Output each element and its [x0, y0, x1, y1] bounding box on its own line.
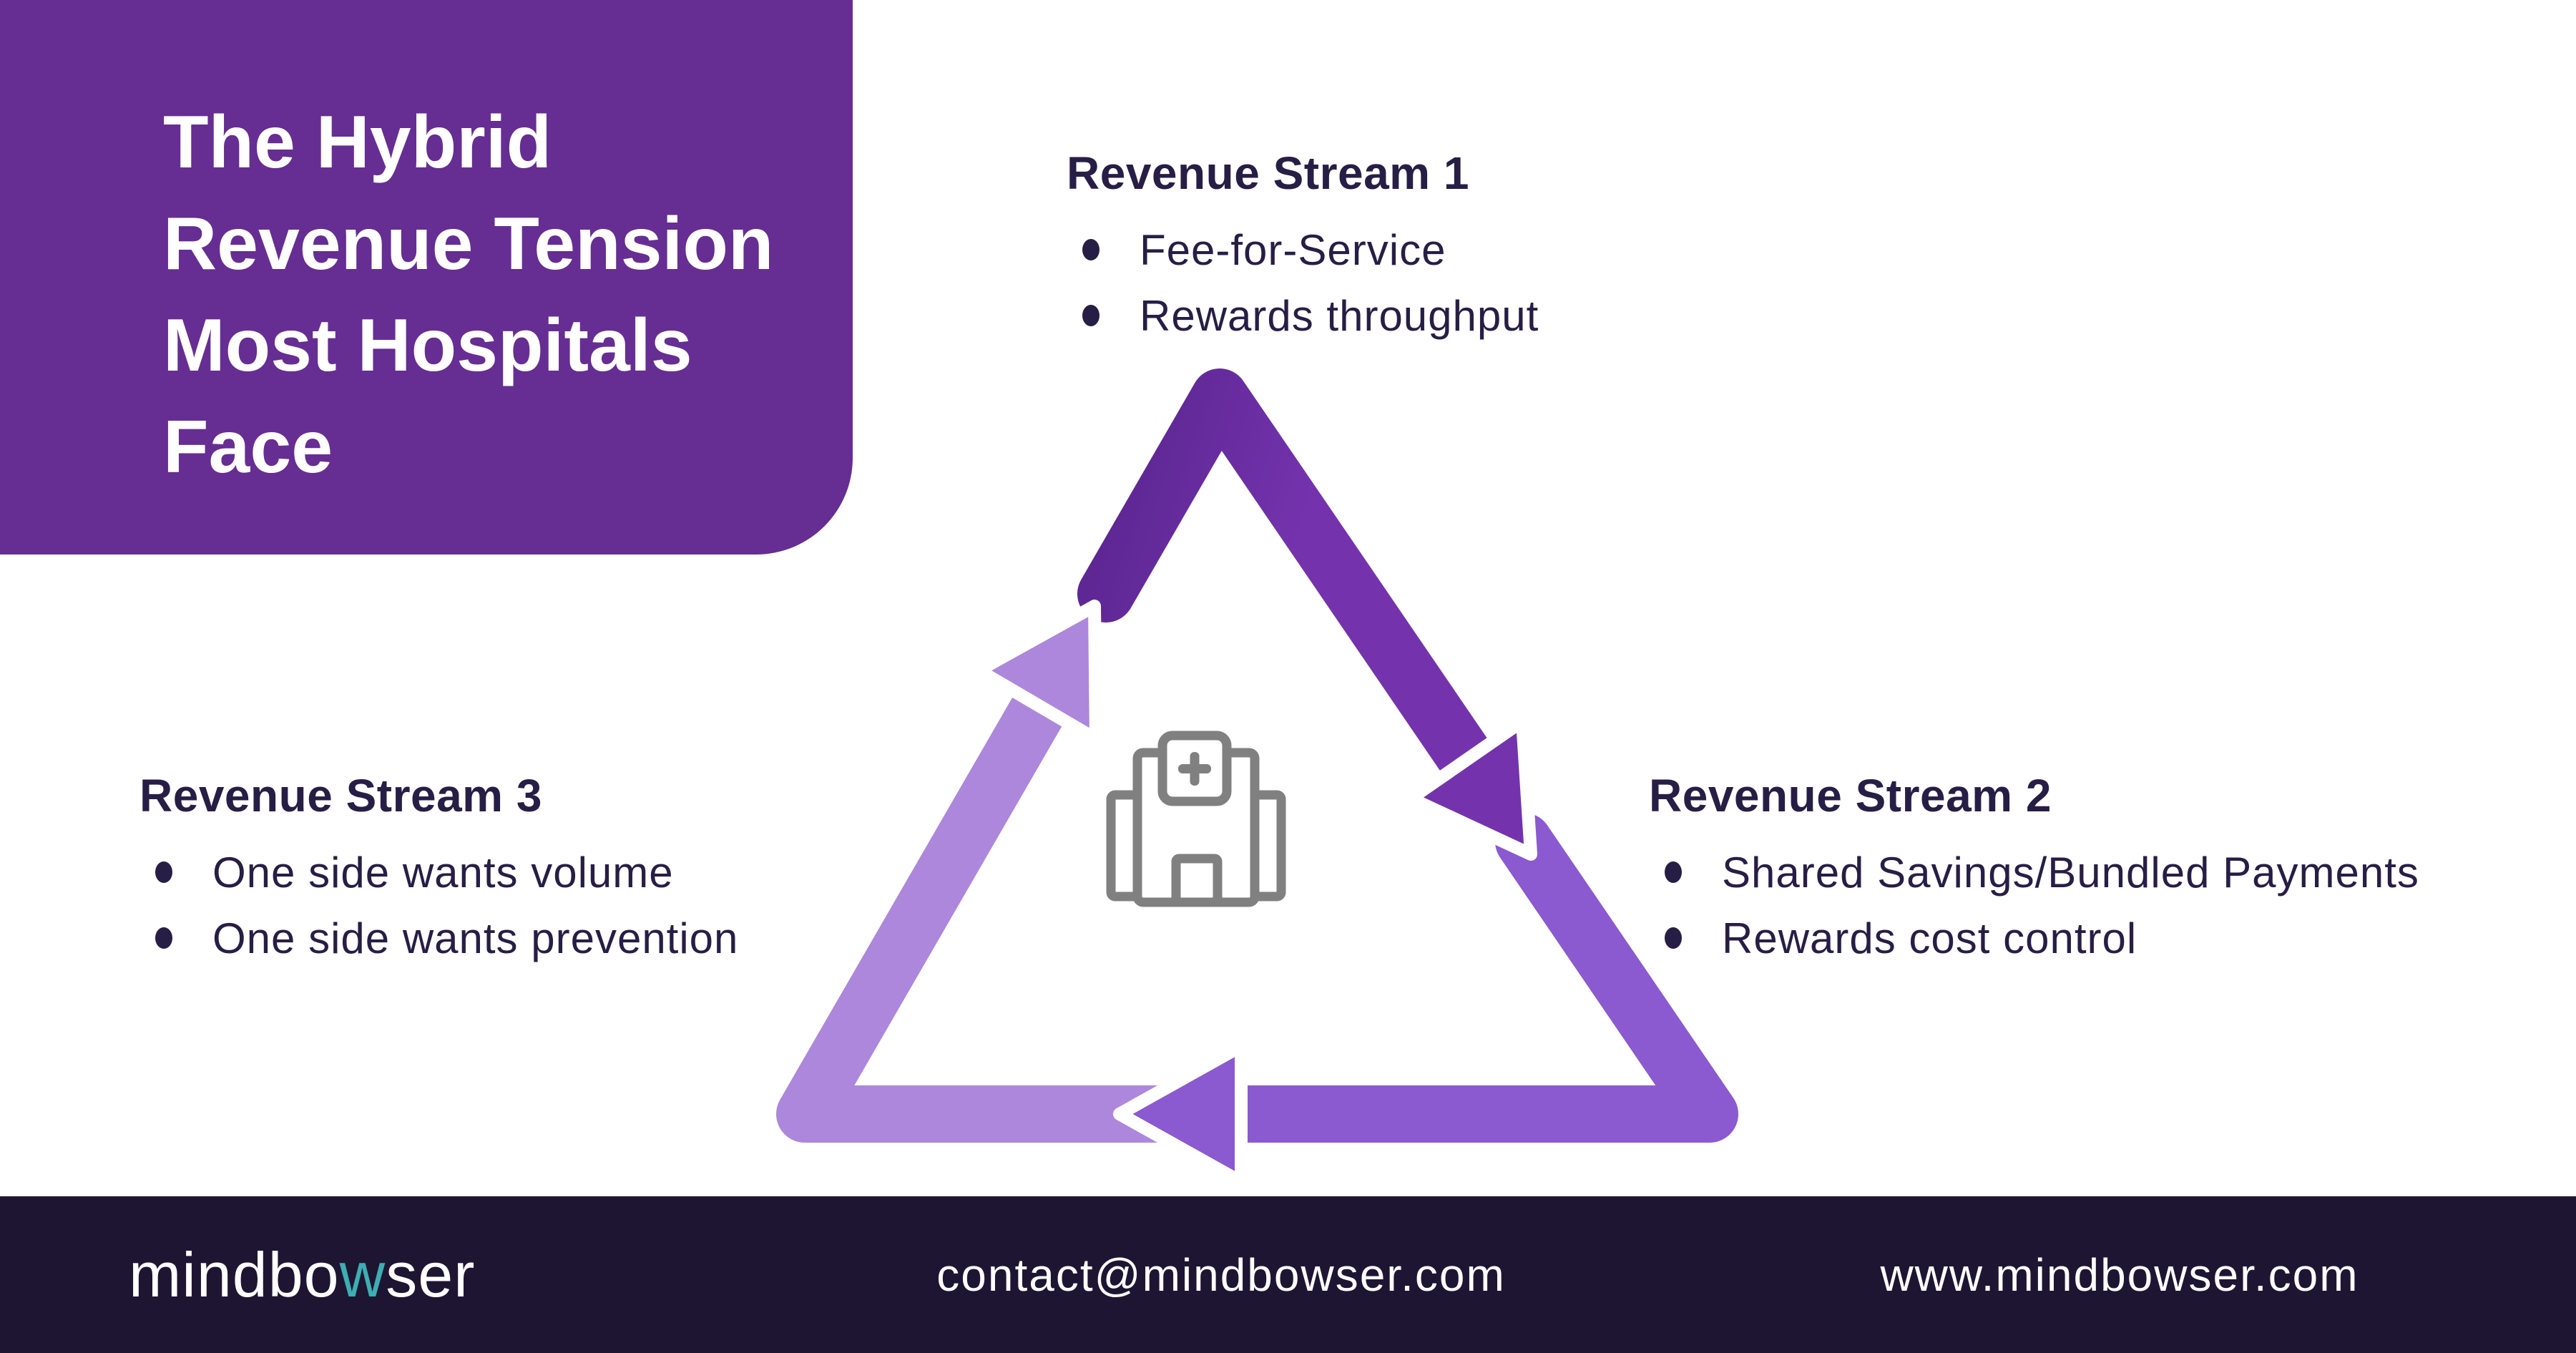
page-title-line: Most Hospitals — [163, 304, 692, 387]
bullet-dot-icon — [1082, 239, 1100, 260]
page-title-line: Revenue Tension — [163, 202, 774, 285]
title-card: The Hybrid Revenue Tension Most Hospital… — [0, 0, 853, 555]
stream3-arrow-segment — [776, 658, 1230, 1143]
mindbowser-logo: mindbowser — [129, 1239, 475, 1312]
stream-bullet-list: Fee-for-Service Rewards throughput — [1067, 217, 1539, 348]
bullet-text: Rewards throughput — [1140, 291, 1539, 340]
logo-accent-letter: w — [339, 1239, 386, 1310]
page-title-line: The Hybrid — [163, 101, 552, 184]
website-url: www.mindbowser.com — [1880, 1249, 2359, 1301]
bullet-item: Rewards throughput — [1067, 283, 1539, 348]
stream2-arrowhead — [1113, 1040, 1248, 1188]
page-title-line: Face — [163, 406, 333, 489]
bullet-item: Fee-for-Service — [1067, 217, 1539, 283]
medical-cross-icon — [1178, 752, 1211, 786]
bullet-text: Rewards cost control — [1722, 914, 2137, 962]
bullet-item: One side wants prevention — [139, 905, 738, 971]
bullet-text: Fee-for-Service — [1140, 225, 1446, 274]
stream-heading: Revenue Stream 2 — [1649, 770, 2052, 821]
bullet-dot-icon — [1665, 861, 1682, 883]
footer: mindbowser contact@mindbowser.com www.mi… — [0, 1196, 2576, 1353]
bullet-dot-icon — [1082, 305, 1100, 326]
bullet-dot-icon — [155, 927, 172, 949]
hospital-building-icon — [1106, 731, 1286, 907]
contact-email: contact@mindbowser.com — [936, 1249, 1506, 1301]
bullet-text: One side wants volume — [212, 848, 674, 897]
stream-1-section: Revenue Stream 1 Fee-for-Service Rewards… — [1067, 147, 1539, 348]
stream3-arrowhead — [972, 600, 1102, 746]
stream1-arrowhead — [1404, 715, 1537, 861]
bullet-item: Rewards cost control — [1649, 905, 2419, 971]
bullet-text: Shared Savings/Bundled Payments — [1722, 848, 2419, 897]
bullet-dot-icon — [1665, 927, 1682, 949]
stream1-arrow-segment — [1077, 368, 1493, 784]
logo-suffix: ser — [386, 1239, 476, 1310]
bullet-text: One side wants prevention — [212, 914, 739, 962]
stream-heading: Revenue Stream 1 — [1067, 147, 1469, 199]
stream-bullet-list: One side wants volume One side wants pre… — [139, 839, 738, 971]
stream2-arrow-segment — [1205, 813, 1738, 1143]
bullet-item: Shared Savings/Bundled Payments — [1649, 839, 2419, 905]
bullet-item: One side wants volume — [139, 839, 738, 905]
logo-prefix: mindbo — [129, 1239, 340, 1310]
stream-bullet-list: Shared Savings/Bundled Payments Rewards … — [1649, 839, 2419, 971]
stream-heading: Revenue Stream 3 — [139, 770, 542, 821]
stream-2-section: Revenue Stream 2 Shared Savings/Bundled … — [1649, 769, 2419, 971]
bullet-dot-icon — [155, 861, 172, 883]
stream-3-section: Revenue Stream 3 One side wants volume O… — [139, 769, 738, 971]
